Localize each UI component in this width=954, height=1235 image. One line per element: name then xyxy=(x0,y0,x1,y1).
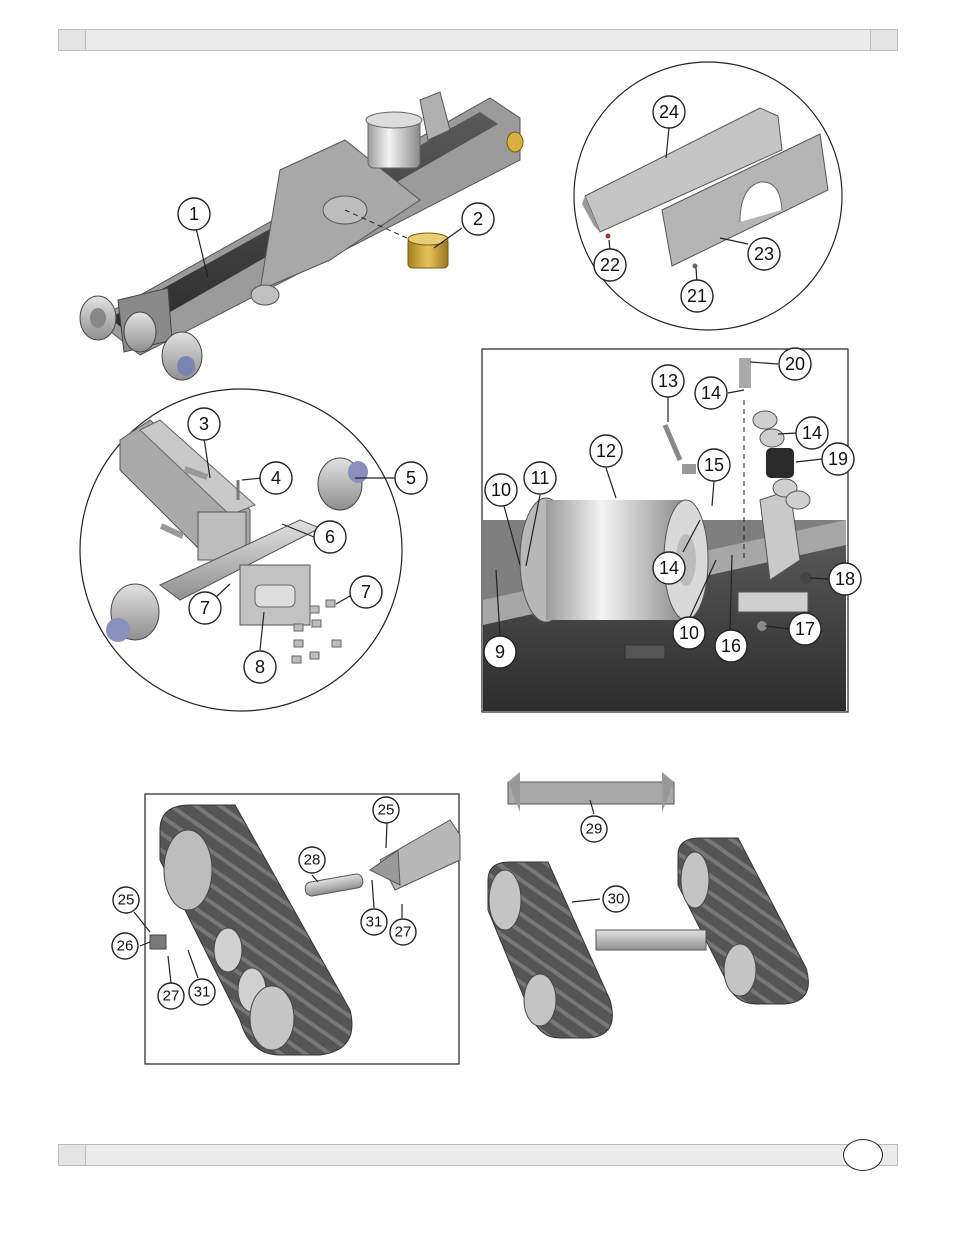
callout-1: 1 xyxy=(178,198,210,230)
svg-text:25: 25 xyxy=(378,802,395,819)
callout-18: 18 xyxy=(829,563,861,595)
svg-text:14: 14 xyxy=(659,558,679,578)
svg-text:17: 17 xyxy=(795,619,815,639)
callout-10b: 10 xyxy=(673,617,705,649)
winch-drum xyxy=(366,112,422,168)
callout-5: 5 xyxy=(395,462,427,494)
winch-detail-assembly xyxy=(483,358,846,711)
svg-text:16: 16 xyxy=(721,636,741,656)
svg-text:25: 25 xyxy=(118,892,135,909)
callout-31a: 31 xyxy=(361,909,387,935)
callout-14a: 14 xyxy=(695,377,727,409)
callout-19: 19 xyxy=(822,443,854,475)
footer-bar xyxy=(58,1144,898,1166)
callout-17: 17 xyxy=(789,613,821,645)
callout-30: 30 xyxy=(603,886,629,912)
bushing-part xyxy=(408,233,448,268)
callout-26: 26 xyxy=(112,933,138,959)
washer-stack xyxy=(753,411,784,447)
svg-text:2: 2 xyxy=(473,209,483,229)
callout-7a: 7 xyxy=(189,592,221,624)
svg-text:3: 3 xyxy=(199,414,209,434)
callout-7b: 7 xyxy=(350,576,382,608)
callout-3: 3 xyxy=(188,408,220,440)
svg-text:9: 9 xyxy=(495,642,505,662)
svg-text:7: 7 xyxy=(200,598,210,618)
callout-20: 20 xyxy=(779,348,811,380)
callout-4: 4 xyxy=(260,462,292,494)
callout-22: 22 xyxy=(594,249,626,281)
callout-27b: 27 xyxy=(158,983,184,1009)
svg-text:31: 31 xyxy=(366,914,383,931)
svg-text:20: 20 xyxy=(785,354,805,374)
callout-25a: 25 xyxy=(373,797,399,823)
callout-31b: 31 xyxy=(189,979,215,1005)
svg-text:7: 7 xyxy=(361,582,371,602)
svg-text:6: 6 xyxy=(325,527,335,547)
svg-text:29: 29 xyxy=(586,821,603,838)
svg-text:11: 11 xyxy=(531,468,550,488)
svg-text:27: 27 xyxy=(395,924,412,941)
svg-text:1: 1 xyxy=(189,204,199,224)
callout-15: 15 xyxy=(698,449,730,481)
callout-14c: 14 xyxy=(653,552,685,584)
svg-text:27: 27 xyxy=(163,988,180,1005)
svg-text:21: 21 xyxy=(687,286,707,306)
callout-27a: 27 xyxy=(390,919,416,945)
svg-text:22: 22 xyxy=(600,255,620,275)
main-frame-assembly xyxy=(80,92,523,380)
svg-text:24: 24 xyxy=(659,102,679,122)
callout-10a: 10 xyxy=(485,474,517,506)
footer-left-cap xyxy=(59,1145,86,1165)
svg-text:18: 18 xyxy=(835,569,855,589)
callout-2: 2 xyxy=(462,203,494,235)
cover-detail-assembly xyxy=(582,108,828,269)
callout-23: 23 xyxy=(748,238,780,270)
svg-text:10: 10 xyxy=(679,623,699,643)
svg-text:5: 5 xyxy=(406,468,416,488)
callout-24: 24 xyxy=(653,96,685,128)
callout-9: 9 xyxy=(484,636,516,668)
page-number-badge xyxy=(843,1139,883,1171)
callout-14b: 14 xyxy=(796,417,828,449)
svg-text:13: 13 xyxy=(658,371,678,391)
svg-text:30: 30 xyxy=(608,891,625,908)
svg-text:14: 14 xyxy=(701,383,721,403)
callout-16: 16 xyxy=(715,630,747,662)
svg-text:15: 15 xyxy=(704,455,724,475)
svg-text:19: 19 xyxy=(828,449,848,469)
callout-28: 28 xyxy=(299,847,325,873)
callout-25b: 25 xyxy=(113,887,139,913)
axle-clamp-block xyxy=(240,565,310,625)
svg-text:26: 26 xyxy=(117,938,134,955)
svg-text:14: 14 xyxy=(802,423,822,443)
svg-text:10: 10 xyxy=(491,480,511,500)
svg-text:12: 12 xyxy=(596,441,616,461)
svg-text:31: 31 xyxy=(194,984,211,1001)
callout-13: 13 xyxy=(652,365,684,397)
callout-6: 6 xyxy=(314,521,346,553)
svg-text:23: 23 xyxy=(754,244,774,264)
twin-track-assembly xyxy=(488,772,808,1038)
callout-12: 12 xyxy=(590,435,622,467)
svg-text:4: 4 xyxy=(271,468,281,488)
callout-11: 11 xyxy=(524,462,556,494)
callout-8: 8 xyxy=(244,651,276,683)
callout-21: 21 xyxy=(681,280,713,312)
svg-text:8: 8 xyxy=(255,657,265,677)
svg-text:28: 28 xyxy=(304,852,321,869)
callout-29: 29 xyxy=(581,816,607,842)
